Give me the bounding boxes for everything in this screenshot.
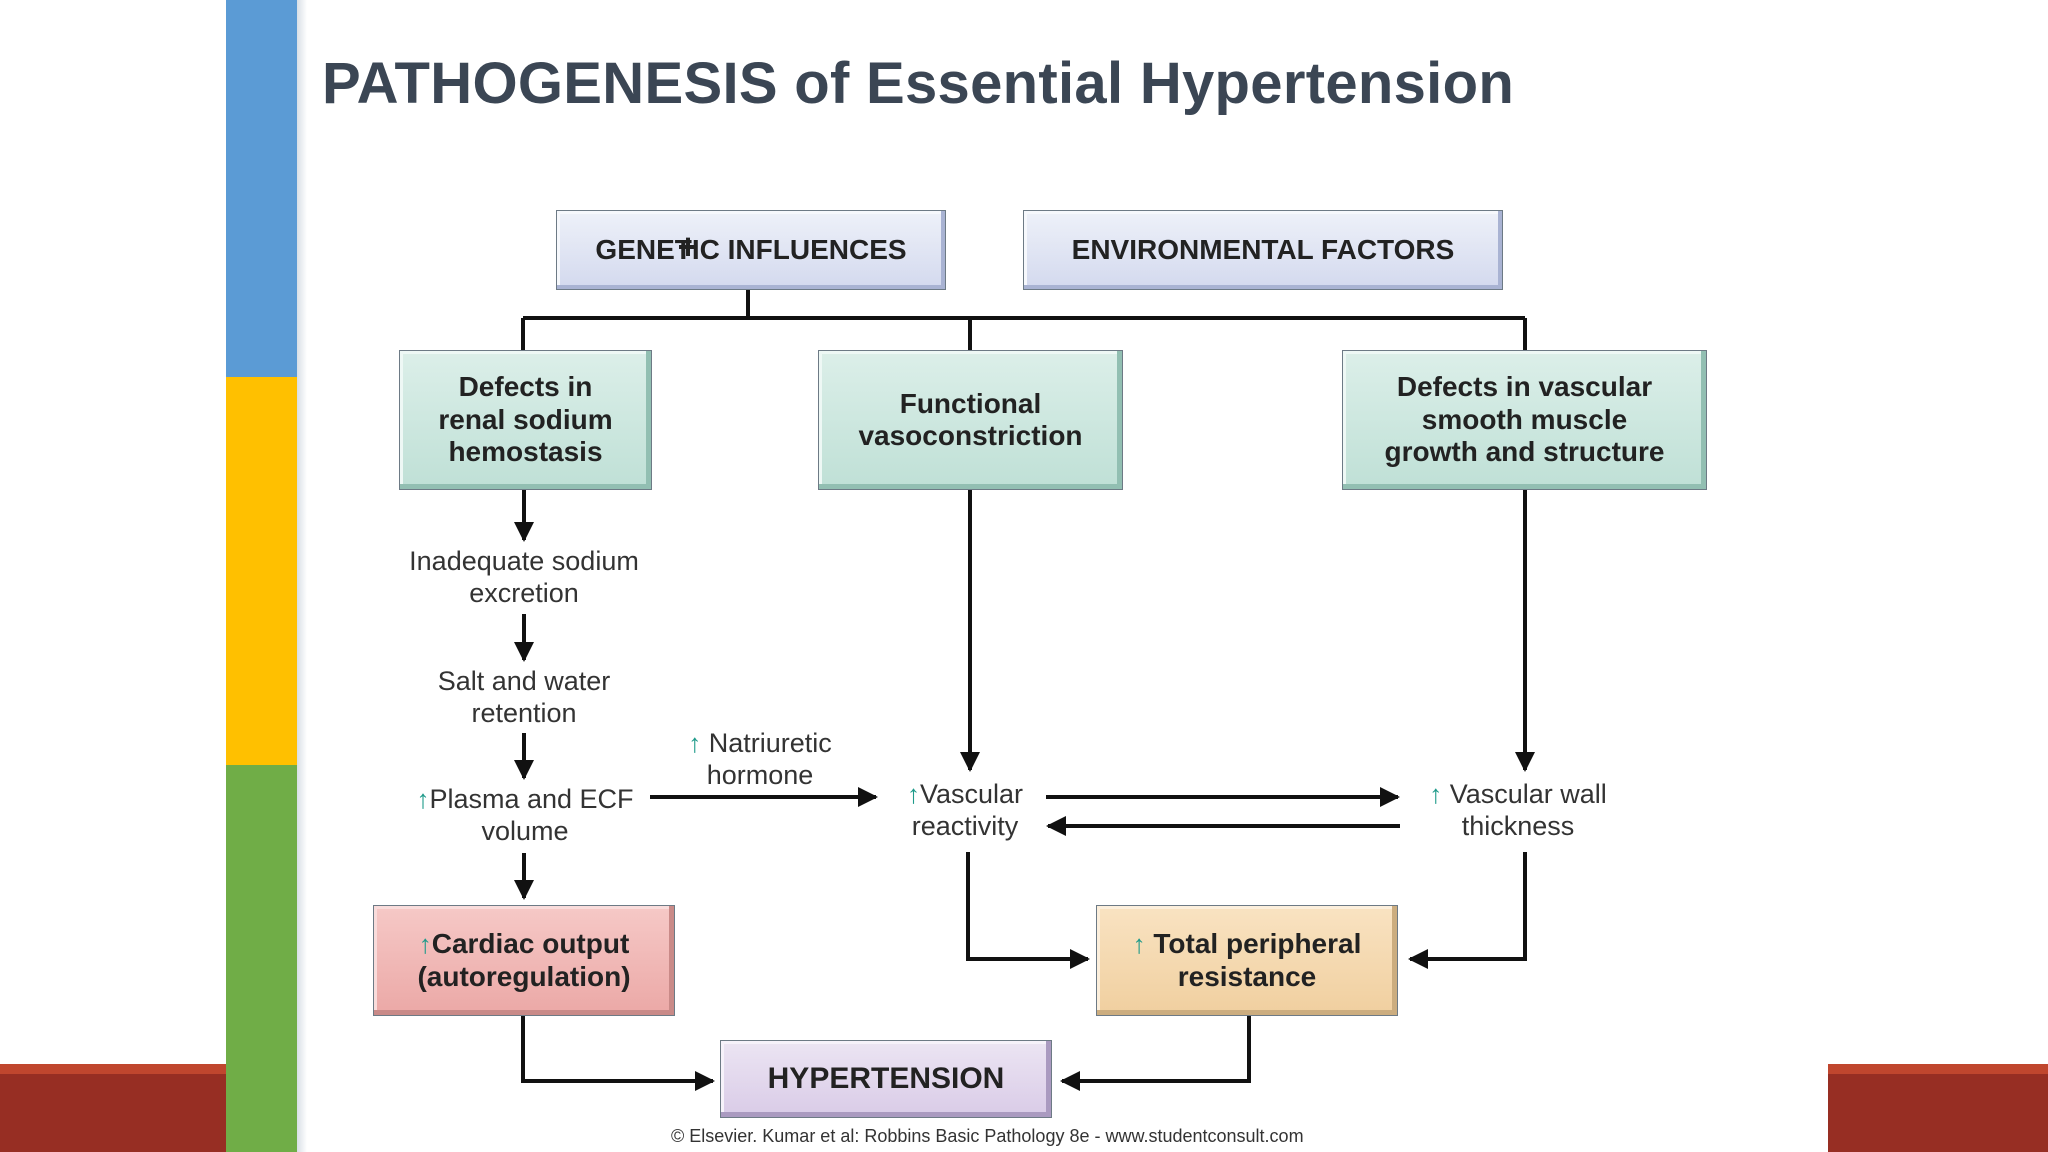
- plasma-ecf-volume-label: ↑Plasma and ECF volume: [380, 783, 670, 848]
- hypertension-box: HYPERTENSION: [720, 1040, 1052, 1118]
- natriuretic-line-1: ↑ Natriuretic: [655, 727, 865, 759]
- cardiac-output-line-2: (autoregulation): [417, 960, 631, 992]
- red-band-left: [0, 1064, 226, 1152]
- copyright-credit: © Elsevier. Kumar et al: Robbins Basic P…: [671, 1126, 1304, 1146]
- resistance-text-1: Total peripheral: [1153, 928, 1362, 960]
- resistance-line-2: resistance: [1177, 960, 1317, 992]
- inadequate-sodium-excretion-label: Inadequate sodium excretion: [374, 545, 674, 610]
- arrow-cardiac-to-hypertension: [521, 1016, 715, 1091]
- environmental-factors-label: ENVIRONMENTAL FACTORS: [1071, 234, 1455, 265]
- accent-edge: [297, 0, 307, 1152]
- cardiac-output-line-1: ↑Cardiac output: [417, 928, 630, 960]
- accent-bar-green: [226, 765, 301, 1152]
- plasma-volume-text-1: Plasma and ECF: [429, 784, 634, 814]
- vasoconstriction-line-2: vasoconstriction: [858, 420, 1083, 451]
- vascular-reactivity-label: ↑Vascular reactivity: [880, 778, 1050, 843]
- vascular-defects-line-3: growth and structure: [1384, 436, 1665, 468]
- renal-defects-line-3: hemostasis: [448, 436, 603, 468]
- up-arrow-icon: ↑: [1132, 929, 1146, 960]
- vascular-defects-line-1: Defects in vascular: [1396, 371, 1653, 403]
- vascular-defects-line-2: smooth muscle: [1421, 403, 1628, 435]
- arrow-wall-to-resistance: [1408, 852, 1527, 969]
- renal-sodium-defects-box: Defects in renal sodium hemostasis: [399, 350, 652, 490]
- vascular-defects-box: Defects in vascular smooth muscle growth…: [1342, 350, 1707, 490]
- cardiac-output-box: ↑Cardiac output (autoregulation): [373, 905, 675, 1016]
- arrow-reactivity-to-resistance: [966, 852, 1090, 969]
- functional-vasoconstriction-box: Functional vasoconstriction: [818, 350, 1123, 490]
- red-band-right: [1828, 1064, 2048, 1152]
- sodium-excretion-line-2: excretion: [469, 578, 579, 609]
- up-arrow-icon: ↑: [1429, 779, 1443, 809]
- environmental-factors-box: ENVIRONMENTAL FACTORS: [1023, 210, 1503, 290]
- salt-water-retention-label: Salt and water retention: [374, 665, 674, 730]
- reactivity-line-1: ↑Vascular: [880, 778, 1050, 810]
- genetic-influences-box: GENETIC INFLUENCES: [556, 210, 946, 290]
- salt-water-line-1: Salt and water: [437, 666, 611, 696]
- accent-bar-blue: [226, 0, 301, 377]
- natriuretic-line-2: hormone: [706, 760, 814, 791]
- wall-thickness-text-1: Vascular wall: [1449, 779, 1607, 809]
- vascular-wall-thickness-label: ↑ Vascular wall thickness: [1403, 778, 1633, 843]
- wall-thickness-line-2: thickness: [1461, 811, 1575, 842]
- arrow-resistance-to-hypertension: [1060, 1016, 1251, 1091]
- wall-thickness-line-1: ↑ Vascular wall: [1403, 778, 1633, 810]
- salt-water-line-2: retention: [471, 698, 577, 729]
- genetic-influences-label: GENETIC INFLUENCES: [595, 234, 907, 265]
- vasoconstriction-line-1: Functional: [899, 387, 1042, 419]
- renal-defects-line-1: Defects in: [458, 371, 593, 403]
- plasma-volume-line-1: ↑Plasma and ECF: [380, 783, 670, 815]
- natriuretic-text-1: Natriuretic: [708, 728, 832, 758]
- sodium-excretion-line-1: Inadequate sodium: [409, 546, 639, 576]
- renal-defects-line-2: renal sodium: [438, 403, 613, 435]
- reactivity-text-1: Vascular: [919, 779, 1024, 809]
- plus-sign: +: [677, 226, 699, 267]
- natriuretic-hormone-label: ↑ Natriuretic hormone: [655, 727, 865, 792]
- hypertension-label: HYPERTENSION: [767, 1062, 1005, 1095]
- up-arrow-icon: ↑: [416, 784, 430, 814]
- up-arrow-icon: ↑: [418, 929, 432, 960]
- accent-bar-yellow: [226, 377, 301, 765]
- plasma-volume-line-2: volume: [481, 816, 569, 847]
- resistance-line-1: ↑ Total peripheral: [1133, 928, 1362, 960]
- total-peripheral-resistance-box: ↑ Total peripheral resistance: [1096, 905, 1398, 1016]
- up-arrow-icon: ↑: [906, 779, 920, 809]
- up-arrow-icon: ↑: [688, 728, 702, 758]
- slide-title: PATHOGENESIS of Essential Hypertension: [322, 51, 1515, 116]
- reactivity-line-2: reactivity: [911, 811, 1019, 842]
- cardiac-output-text-1: Cardiac output: [431, 928, 630, 960]
